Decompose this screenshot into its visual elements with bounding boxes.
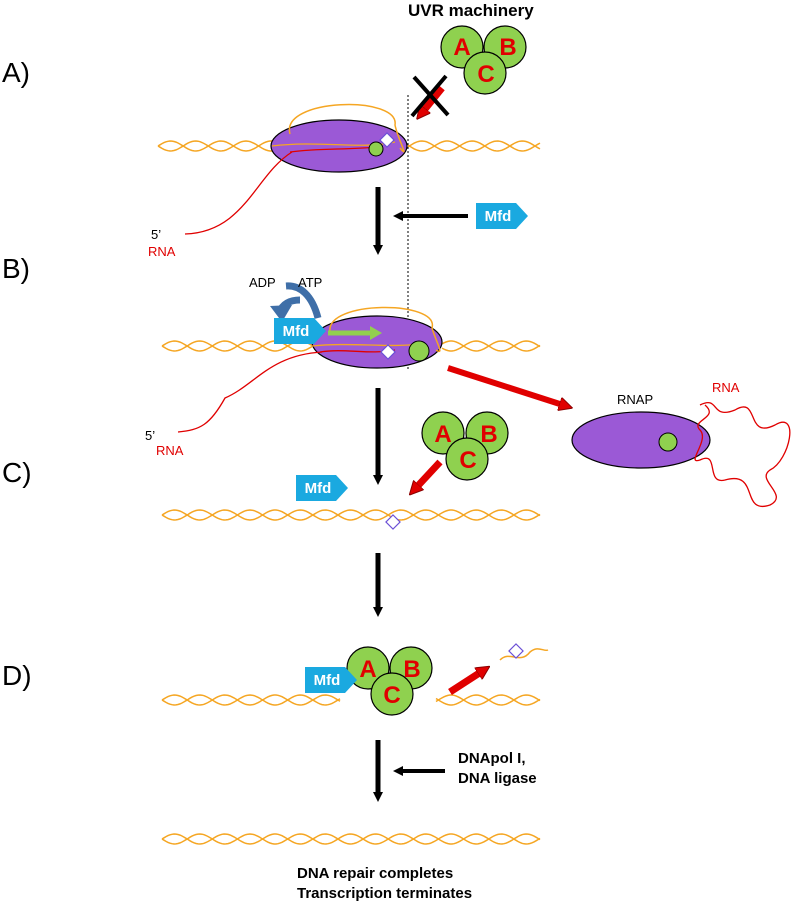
uvrb-label: B xyxy=(499,34,516,61)
enzymes-line2: DNA ligase xyxy=(458,770,537,787)
dna-strand-b xyxy=(161,340,541,352)
uvr-complex-a: A B C xyxy=(440,25,527,95)
dna-strand-repaired xyxy=(161,833,541,845)
uvra-label: A xyxy=(359,656,376,683)
panel-d-label: D) xyxy=(2,660,32,691)
uvrc-label: C xyxy=(459,447,476,474)
rnap-a xyxy=(270,103,408,173)
lesion-icon xyxy=(508,643,524,659)
atp-hydrolysis-arrow-icon xyxy=(270,282,322,322)
five-prime-label-a: 5’ xyxy=(151,227,161,242)
dna-strand-d xyxy=(161,694,541,706)
svg-text:Mfd: Mfd xyxy=(314,672,341,689)
lesion-icon xyxy=(380,344,396,360)
svg-text:Mfd: Mfd xyxy=(305,480,332,497)
released-rnap xyxy=(571,411,711,469)
rnap-label: RNAP xyxy=(617,392,653,407)
lesion-icon xyxy=(379,132,395,148)
mfd-protein-a: Mfd xyxy=(476,203,528,229)
uvra-label: A xyxy=(434,421,451,448)
dna-strand-c xyxy=(161,509,541,521)
result-line1: DNA repair completes xyxy=(297,865,453,882)
dna-strand-a xyxy=(157,140,541,152)
result-line2: Transcription terminates xyxy=(297,885,472,902)
enzymes-line1: DNApol I, xyxy=(458,750,526,767)
rnap-b xyxy=(311,306,443,369)
mfd-protein-d: Mfd xyxy=(305,667,357,693)
uvrb-label: B xyxy=(480,421,497,448)
uvr-recruit-arrow xyxy=(414,459,443,490)
uvr-machinery-title: UVR machinery xyxy=(408,1,534,20)
panel-b-label: B) xyxy=(2,253,30,284)
mfd-protein-c: Mfd xyxy=(296,475,348,501)
rna-label-a: RNA xyxy=(148,244,176,259)
svg-text:Mfd: Mfd xyxy=(283,323,310,340)
rna-label-b: RNA xyxy=(156,443,184,458)
lesion-icon xyxy=(385,514,401,530)
rnap-release-arrow xyxy=(447,365,566,406)
rna-transcript-a xyxy=(184,151,293,235)
five-prime-label-b: 5’ xyxy=(145,428,155,443)
panel-c-label: C) xyxy=(2,457,32,488)
mfd-protein-b: Mfd xyxy=(274,318,326,344)
uvra-label: A xyxy=(453,34,470,61)
svg-text:Mfd: Mfd xyxy=(485,208,512,225)
blocked-arrow xyxy=(421,85,445,114)
uvr-complex-c: A B C xyxy=(421,411,509,481)
blocked-cross-icon xyxy=(410,74,450,118)
released-rna-label: RNA xyxy=(712,380,740,395)
uvrc-label: C xyxy=(383,682,400,709)
panel-a-label: A) xyxy=(2,57,30,88)
released-rna-strand xyxy=(694,402,791,508)
uvr-complex-d: A B C xyxy=(346,646,433,716)
atp-label: ATP xyxy=(298,275,322,290)
excision-arrow xyxy=(448,670,484,695)
adp-label: ADP xyxy=(249,275,276,290)
translocation-arrowhead-icon xyxy=(370,326,382,340)
rna-transcript-b xyxy=(177,351,323,433)
uvrc-label: C xyxy=(477,61,494,88)
excised-fragment xyxy=(499,648,549,661)
uvrb-label: B xyxy=(403,656,420,683)
